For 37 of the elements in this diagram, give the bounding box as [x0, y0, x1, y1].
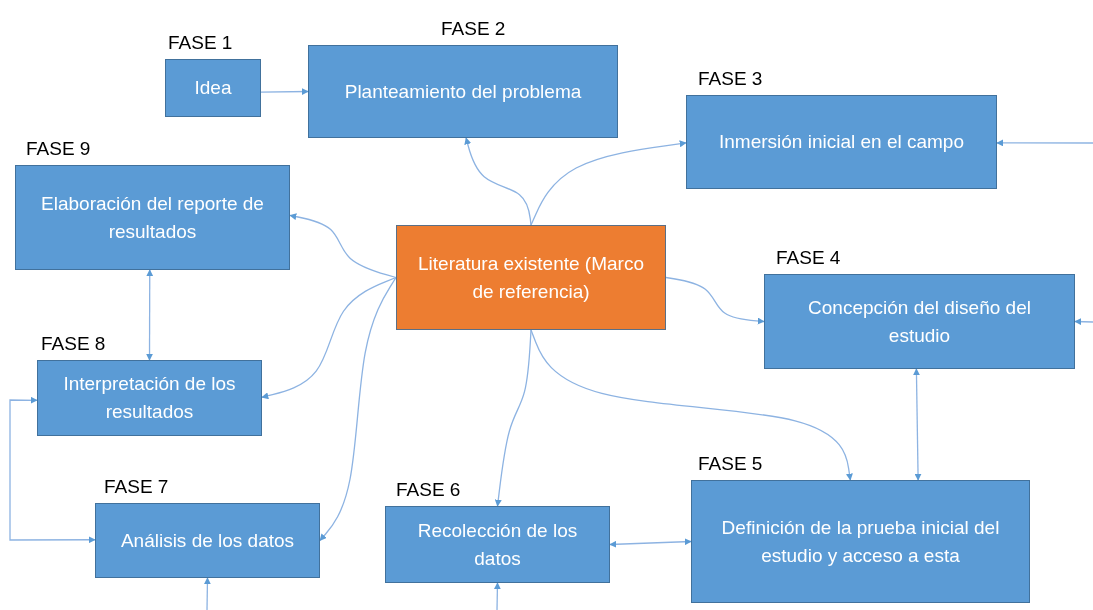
- box-text: Recolección de los datos: [416, 518, 579, 571]
- phase-label: FASE 8: [41, 333, 106, 355]
- box-text: Idea: [193, 76, 233, 101]
- arrow: [146, 269, 154, 361]
- phase-label: FASE 7: [104, 476, 169, 498]
- phase-label: FASE 4: [776, 247, 841, 269]
- arrow: [261, 276, 397, 400]
- box-text: Elaboración del reporte de resultados: [40, 191, 265, 244]
- phase-label: FASE 5: [698, 453, 763, 475]
- arrow: [289, 213, 397, 279]
- box-text: Inmersión inicial en el campo: [718, 130, 965, 155]
- arrow: [203, 577, 211, 610]
- arrow: [530, 140, 687, 226]
- phase-label: FASE 9: [26, 138, 91, 160]
- arrow: [319, 276, 397, 542]
- arrow: [530, 329, 853, 481]
- box-text: Análisis de los datos: [119, 528, 296, 553]
- arrow: [9, 396, 96, 544]
- arrow: [1074, 318, 1093, 326]
- arrow: [665, 276, 765, 325]
- box-text: Planteamiento del problema: [343, 79, 583, 104]
- arrow: [913, 368, 922, 481]
- arrow: [996, 139, 1093, 147]
- arrow: [260, 88, 309, 96]
- box-text: Definición de la prueba inicial del estudio y acceso a esta: [720, 515, 1001, 568]
- arrow: [464, 137, 532, 226]
- arrow: [609, 538, 692, 548]
- arrow: [493, 582, 501, 610]
- phase-label: FASE 6: [396, 479, 461, 501]
- phase-label: FASE 1: [168, 32, 233, 54]
- central-box: [396, 225, 666, 330]
- phase-label: FASE 2: [441, 18, 506, 40]
- box-text: Interpretación de los resultados: [62, 372, 237, 424]
- phase-label: FASE 3: [698, 68, 763, 90]
- arrow: [494, 329, 532, 507]
- box-text: Literatura existente (Marco de referencia): [417, 251, 645, 304]
- box-text: Concepción del diseño del estudio: [807, 295, 1032, 348]
